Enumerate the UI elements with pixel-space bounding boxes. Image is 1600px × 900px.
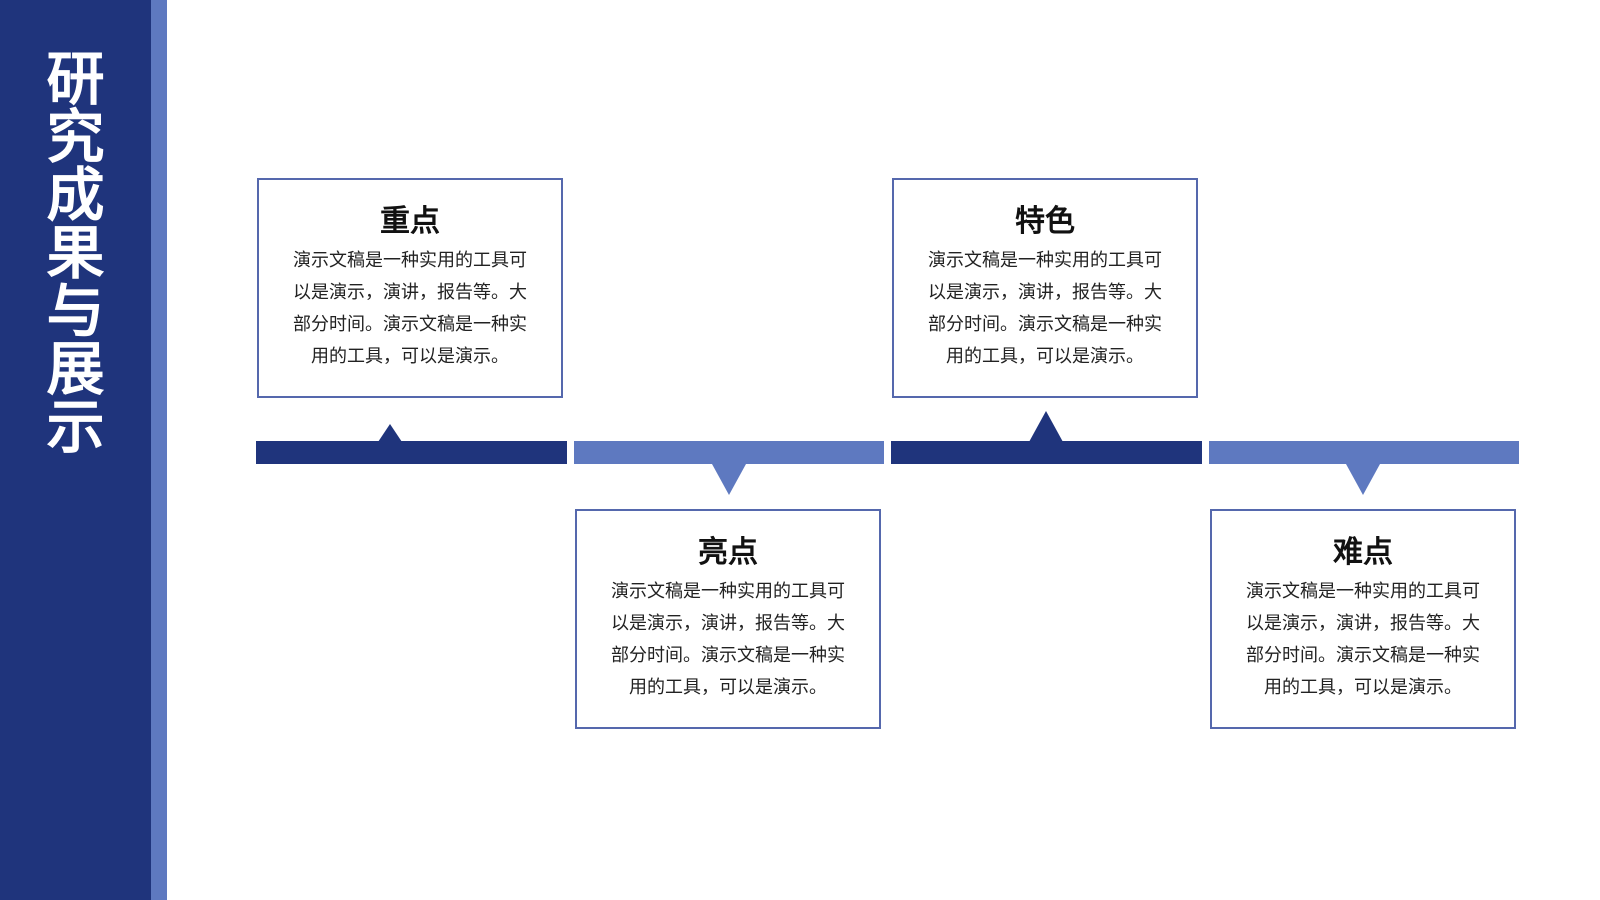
timeline-pointer-4 — [1346, 464, 1380, 495]
timeline-pointer-2 — [712, 464, 746, 495]
timeline-segment-4 — [1209, 441, 1519, 464]
timeline-pointer-3 — [1029, 411, 1063, 442]
slide-title-vertical: 研 究 成 果 与 展 示 — [0, 50, 151, 456]
title-char: 研 — [46, 45, 105, 113]
title-char: 究 — [46, 103, 105, 171]
timeline-pointer-1 — [378, 424, 402, 442]
title-char: 果 — [46, 219, 105, 287]
card-body: 演示文稿是一种实用的工具可以是演示，演讲，报告等。大部分时间。演示文稿是一种实用… — [1246, 581, 1480, 698]
timeline-segment-2 — [574, 441, 884, 464]
title-char: 成 — [46, 161, 105, 229]
timeline-card-4: 难点 演示文稿是一种实用的工具可以是演示，演讲，报告等。大部分时间。演示文稿是一… — [1210, 509, 1516, 729]
card-title: 难点 — [1333, 535, 1393, 570]
title-char: 展 — [46, 335, 105, 403]
timeline-segment-3 — [891, 441, 1202, 464]
sidebar-accent-strip — [151, 0, 167, 900]
timeline-card-2: 亮点 演示文稿是一种实用的工具可以是演示，演讲，报告等。大部分时间。演示文稿是一… — [575, 509, 881, 729]
title-char: 示 — [46, 393, 105, 461]
card-body: 演示文稿是一种实用的工具可以是演示，演讲，报告等。大部分时间。演示文稿是一种实用… — [293, 250, 527, 367]
title-sidebar — [0, 0, 151, 900]
title-char: 与 — [46, 277, 105, 345]
card-body: 演示文稿是一种实用的工具可以是演示，演讲，报告等。大部分时间。演示文稿是一种实用… — [611, 581, 845, 698]
timeline-segment-1 — [256, 441, 567, 464]
card-body: 演示文稿是一种实用的工具可以是演示，演讲，报告等。大部分时间。演示文稿是一种实用… — [928, 250, 1162, 367]
card-title: 亮点 — [698, 535, 758, 570]
timeline-card-3: 特色 演示文稿是一种实用的工具可以是演示，演讲，报告等。大部分时间。演示文稿是一… — [892, 178, 1198, 398]
card-title: 重点 — [380, 204, 440, 239]
card-title: 特色 — [1015, 204, 1075, 239]
timeline-card-1: 重点 演示文稿是一种实用的工具可以是演示，演讲，报告等。大部分时间。演示文稿是一… — [257, 178, 563, 398]
